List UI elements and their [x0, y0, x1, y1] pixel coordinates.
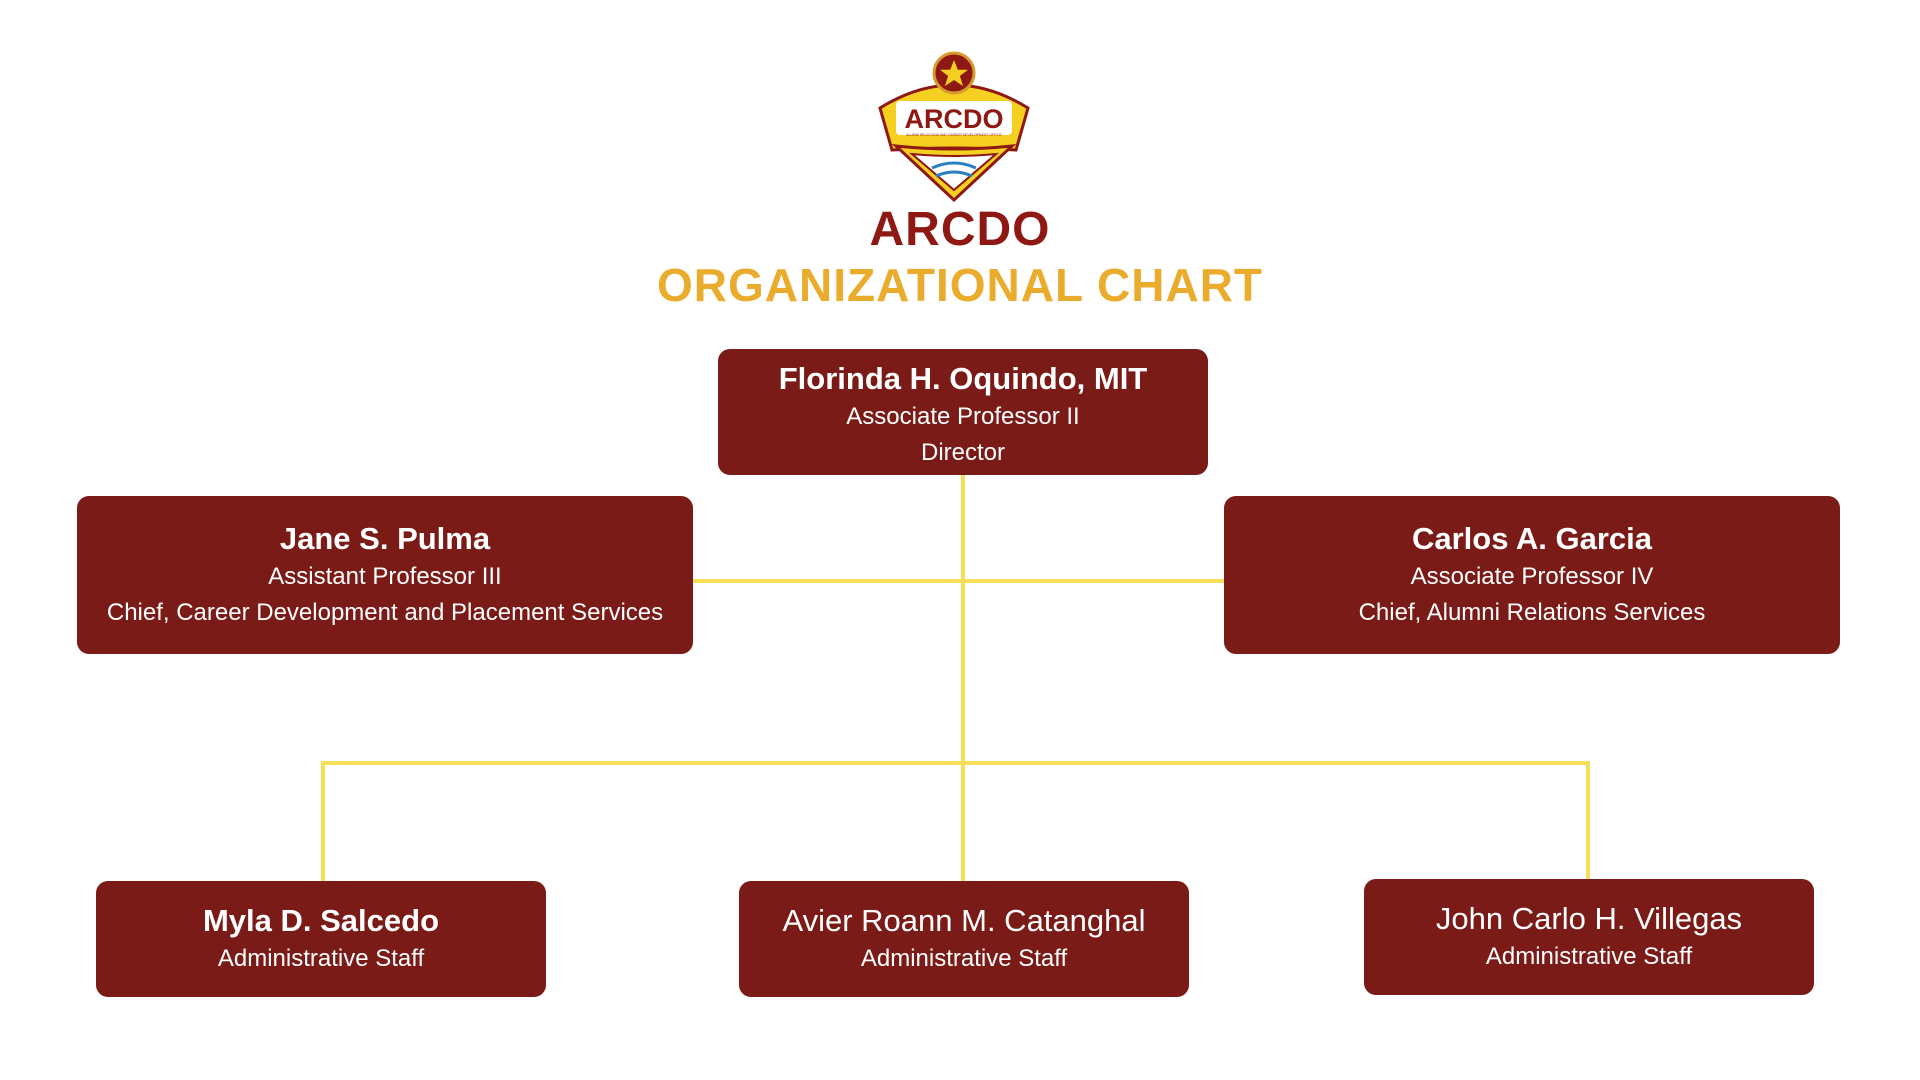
page-subtitle: ORGANIZATIONAL CHART: [656, 259, 1264, 311]
staff-role: Administrative Staff: [860, 945, 1068, 972]
chief-box-career-development: Jane S. Pulma Assistant Professor III Ch…: [77, 496, 693, 654]
staff-name: Myla D. Salcedo: [202, 903, 440, 938]
staff-name: John Carlo H. Villegas: [1435, 901, 1743, 936]
page-title: ARCDO: [869, 203, 1051, 256]
staff-box: John Carlo H. Villegas Administrative St…: [1364, 879, 1814, 995]
staff-box: Avier Roann M. Catanghal Administrative …: [739, 881, 1189, 997]
chief-name: Jane S. Pulma: [279, 521, 491, 556]
chief-role: Chief, Alumni Relations Services: [1358, 599, 1706, 626]
chief-rank: Associate Professor IV: [1410, 563, 1654, 590]
director-name: Florinda H. Oquindo, MIT: [778, 361, 1148, 396]
director-rank: Associate Professor II: [846, 403, 1080, 430]
director-role: Director: [920, 439, 1005, 466]
logo-text: ARCDO: [905, 104, 1004, 134]
chief-rank: Assistant Professor III: [268, 563, 502, 590]
staff-role: Administrative Staff: [1485, 943, 1693, 970]
chief-box-alumni-relations: Carlos A. Garcia Associate Professor IV …: [1224, 496, 1840, 654]
arcdo-logo: ARCDO ALUMNI RELATIONS AND CAREER DEVELO…: [878, 51, 1030, 202]
staff-name: Avier Roann M. Catanghal: [782, 903, 1146, 938]
staff-box: Myla D. Salcedo Administrative Staff: [96, 881, 546, 997]
chief-name: Carlos A. Garcia: [1411, 521, 1653, 556]
chief-role: Chief, Career Development and Placement …: [106, 599, 664, 626]
logo-subtext: ALUMNI RELATIONS AND CAREER DEVELOPMENT …: [906, 133, 1002, 137]
staff-role: Administrative Staff: [217, 945, 425, 972]
director-box: Florinda H. Oquindo, MIT Associate Profe…: [718, 349, 1208, 475]
